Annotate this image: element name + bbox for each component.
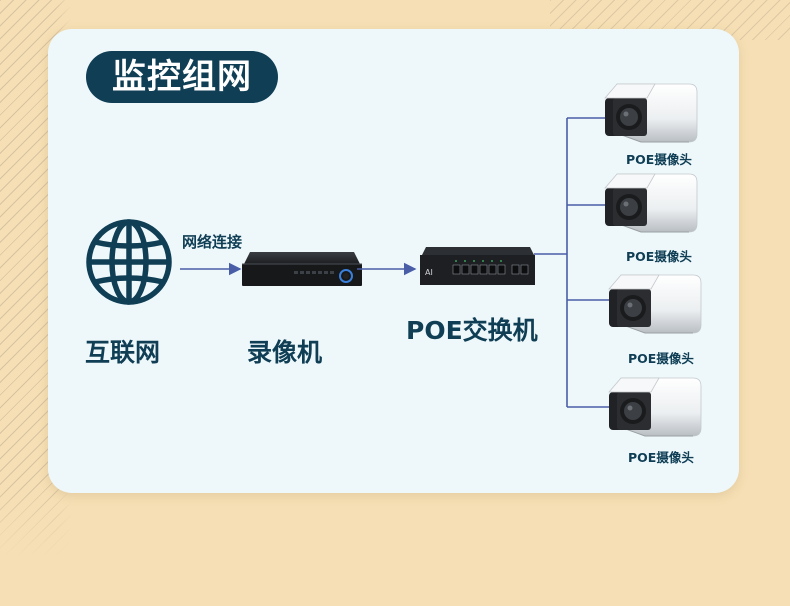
- camera-label: POE摄像头: [628, 450, 694, 465]
- camera-label: POE摄像头: [628, 351, 694, 366]
- camera-icon: [604, 83, 698, 143]
- svg-text:AI: AI: [425, 268, 433, 277]
- camera-label: POE摄像头: [626, 249, 692, 264]
- nvr-device-icon: [242, 252, 362, 286]
- poe-switch-icon: AI: [420, 247, 535, 285]
- node-label-recorder: 录像机: [247, 338, 323, 367]
- camera-icon: [608, 274, 702, 334]
- node-label-internet: 互联网: [85, 338, 161, 367]
- camera-label: POE摄像头: [626, 152, 692, 167]
- page-title: 监控组网: [86, 51, 278, 103]
- node-label-switch: POE交换机: [406, 316, 538, 345]
- camera-icon: [604, 173, 698, 233]
- globe-icon: [86, 219, 172, 305]
- edge-label-network: 网络连接: [182, 233, 243, 251]
- camera-icon: [608, 377, 702, 437]
- edge-switch-cameras: [534, 117, 610, 408]
